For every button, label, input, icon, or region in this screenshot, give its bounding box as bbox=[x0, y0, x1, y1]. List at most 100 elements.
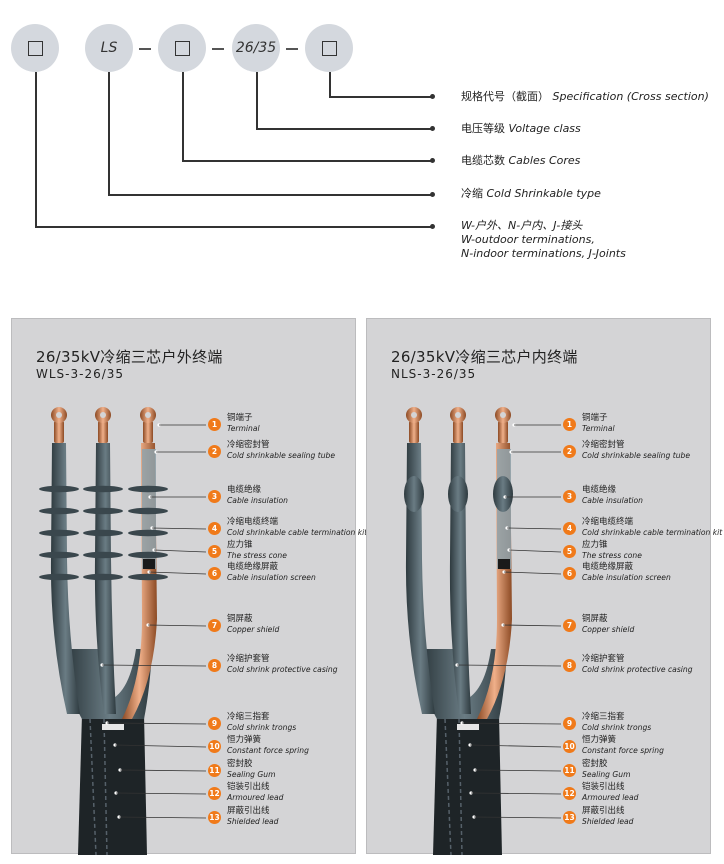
leader-line bbox=[101, 664, 207, 667]
leader-line bbox=[114, 744, 207, 748]
callout-label-en: Cold shrink trongs bbox=[582, 723, 652, 732]
callout-number-badge: 9 bbox=[208, 717, 221, 730]
callout-label-en: Cold shrink protective casing bbox=[582, 665, 693, 674]
callout-number-badge: 7 bbox=[208, 619, 221, 632]
callout-label-en: Shielded lead bbox=[582, 817, 634, 826]
armour-braid bbox=[89, 718, 108, 856]
leader-line bbox=[106, 722, 207, 725]
rain-shed bbox=[39, 551, 79, 559]
callout-label-en: Sealing Gum bbox=[582, 770, 631, 779]
legend-shrink-type: 冷缩 Cold Shrinkable type bbox=[461, 187, 601, 201]
rain-shed bbox=[128, 529, 168, 537]
leader-line bbox=[503, 571, 562, 575]
connector-line bbox=[35, 226, 432, 228]
callout-label-en: Terminal bbox=[227, 424, 260, 433]
leader-dot bbox=[503, 495, 507, 499]
callout-label-cn: 密封胶 bbox=[227, 759, 253, 769]
callout-label-en: Constant force spring bbox=[227, 746, 309, 755]
rain-shed bbox=[83, 551, 123, 559]
leader-dot bbox=[507, 548, 511, 552]
panel-title: 26/35kV冷缩三芯户外终端 bbox=[36, 348, 223, 366]
code-circle-text: 26/35 bbox=[235, 40, 277, 56]
leader-line bbox=[148, 571, 207, 575]
leader-line bbox=[470, 792, 562, 795]
leader-dot bbox=[501, 623, 505, 627]
connector-dot bbox=[430, 158, 435, 163]
callout-label-en: Cold shrinkable cable termination kit bbox=[227, 528, 368, 537]
indoor-termination-illustration bbox=[404, 407, 562, 856]
callout-number-badge: 6 bbox=[563, 567, 576, 580]
square-icon bbox=[174, 40, 190, 56]
leader-line bbox=[115, 792, 207, 795]
callout-number-badge: 12 bbox=[563, 787, 576, 800]
callout-label-en: Cable insulation bbox=[582, 496, 643, 505]
leader-line bbox=[119, 769, 207, 772]
callout-label-en: The stress cone bbox=[582, 551, 642, 560]
leader-dot bbox=[502, 570, 506, 574]
callout-number-badge: 1 bbox=[208, 418, 221, 431]
armour-braid bbox=[444, 718, 463, 856]
panel-model: WLS-3-26/35 bbox=[36, 367, 125, 381]
connector-line bbox=[182, 160, 432, 162]
callout-label-en: Cable insulation bbox=[227, 496, 288, 505]
callout-number-badge: 8 bbox=[563, 659, 576, 672]
constant-force-spring bbox=[457, 724, 479, 730]
connector-dot bbox=[430, 224, 435, 229]
callout-label-en: Terminal bbox=[582, 424, 615, 433]
callout-label-en: Sealing Gum bbox=[227, 770, 276, 779]
cable-trunk bbox=[433, 714, 502, 855]
callout-label-en: Constant force spring bbox=[582, 746, 664, 755]
legend-en-line: N-indoor terminations, J-Joints bbox=[461, 247, 626, 260]
insulation-screen bbox=[498, 559, 510, 569]
callout-label-en: Copper shield bbox=[582, 625, 635, 634]
callout-label-cn: 铜端子 bbox=[227, 413, 253, 423]
leader-line bbox=[474, 769, 562, 772]
callout-number-badge: 10 bbox=[208, 740, 221, 753]
code-circle-3 bbox=[158, 24, 206, 72]
callout-number-badge: 5 bbox=[208, 545, 221, 558]
callout-number-badge: 3 bbox=[208, 490, 221, 503]
legend-termination-type: W-户外、N-户内、J-接头 W-outdoor terminations, N… bbox=[461, 219, 626, 261]
terminal-lug-hole bbox=[455, 412, 461, 418]
callout-label-cn: 恒力弹簧 bbox=[582, 735, 617, 745]
rain-shed bbox=[128, 507, 168, 515]
callout-label-cn: 冷缩三指套 bbox=[227, 712, 270, 722]
callout-number-badge: 1 bbox=[563, 418, 576, 431]
square-icon bbox=[27, 40, 43, 56]
callout-number-badge: 13 bbox=[563, 811, 576, 824]
legend-en: Specification (Cross section) bbox=[552, 90, 709, 103]
rain-shed bbox=[83, 507, 123, 515]
rain-shed bbox=[39, 485, 79, 493]
callout-number-badge: 2 bbox=[208, 445, 221, 458]
callout-number-badge: 6 bbox=[208, 567, 221, 580]
callout-label-cn: 铠装引出线 bbox=[582, 782, 625, 792]
legend-voltage: 电压等级 Voltage class bbox=[461, 122, 581, 136]
terminal-lug bbox=[98, 421, 108, 443]
rain-shed bbox=[83, 485, 123, 493]
leader-line bbox=[502, 624, 562, 627]
callout-label-en: Cold shrinkable sealing tube bbox=[582, 451, 691, 460]
stress-cone-bulge bbox=[448, 476, 468, 512]
connector-line bbox=[329, 96, 432, 98]
legend-en: Cold Shrinkable type bbox=[486, 187, 601, 200]
code-circle-5 bbox=[305, 24, 353, 72]
callout-label-cn: 铜屏蔽 bbox=[582, 614, 608, 624]
callout-label-cn: 电缆绝缘屏蔽 bbox=[582, 562, 634, 572]
leader-line bbox=[118, 816, 207, 819]
code-circle-2: LS bbox=[85, 24, 133, 72]
